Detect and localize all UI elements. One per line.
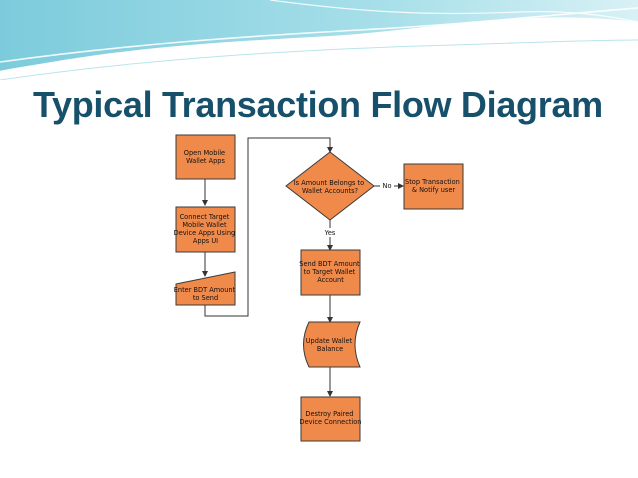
node-update-label: Update Wallet Balance	[306, 337, 355, 353]
node-send-line-3: Account	[317, 276, 344, 284]
edge-label-no: No	[383, 182, 392, 190]
node-destroy-line-2: Device Connection	[300, 418, 362, 426]
node-destroy-line-1: Destroy Paired	[305, 410, 353, 418]
node-enter-line-1: Enter BDT Amount	[174, 286, 236, 294]
node-update-balance	[303, 321, 361, 368]
node-destroy-label: Destroy Paired Device Connection	[300, 410, 362, 426]
node-open-wallet-apps	[175, 134, 236, 180]
node-open-label: Open Mobile Wallet Apps	[184, 149, 227, 165]
node-decision-line-2: Wallet Accounts?	[302, 187, 359, 195]
node-send-line-2: to Target Wallet	[304, 268, 356, 276]
slide-title: Typical Transaction Flow Diagram	[33, 84, 603, 125]
node-connect-target	[175, 206, 236, 253]
node-stop-line-1: Stop Transaction	[405, 178, 460, 186]
node-destroy-connection	[300, 396, 361, 442]
edge-label-yes-bg	[322, 228, 338, 237]
node-connect-label: Connect Target Mobile Wallet Device Apps…	[174, 213, 238, 245]
node-stop-line-2: & Notify user	[412, 186, 455, 194]
node-enter-label: Enter BDT Amount to Send	[174, 286, 238, 302]
node-stop-label: Stop Transaction & Notify user	[405, 178, 462, 194]
node-stop-transaction	[403, 163, 464, 210]
node-connect-line-4: Apps UI	[193, 237, 218, 245]
node-enter-amount	[175, 271, 236, 306]
edge-label-no-bg	[380, 181, 394, 190]
node-decision-amount	[285, 151, 375, 221]
edge-enter-to-decision	[204, 137, 333, 317]
header-wave-decoration	[0, 0, 638, 80]
node-decision-label: Is Amount Belongs to Wallet Accounts?	[294, 179, 367, 195]
node-open-line-2: Wallet Apps	[186, 157, 225, 165]
node-enter-line-2: to Send	[193, 294, 218, 302]
node-open-line-1: Open Mobile	[184, 149, 225, 157]
node-decision-line-1: Is Amount Belongs to	[294, 179, 364, 187]
node-connect-line-2: Mobile Wallet	[182, 221, 227, 229]
node-connect-line-3: Device Apps Using	[174, 229, 236, 237]
node-update-line-2: Balance	[317, 345, 343, 353]
node-update-line-1: Update Wallet	[306, 337, 353, 345]
node-send-line-1: Send BDT Amount	[299, 260, 360, 268]
edge-label-yes: Yes	[324, 229, 336, 237]
node-send-label: Send BDT Amount to Target Wallet Account	[299, 260, 361, 284]
node-send-amount	[300, 249, 361, 296]
node-connect-line-1: Connect Target	[180, 213, 230, 221]
